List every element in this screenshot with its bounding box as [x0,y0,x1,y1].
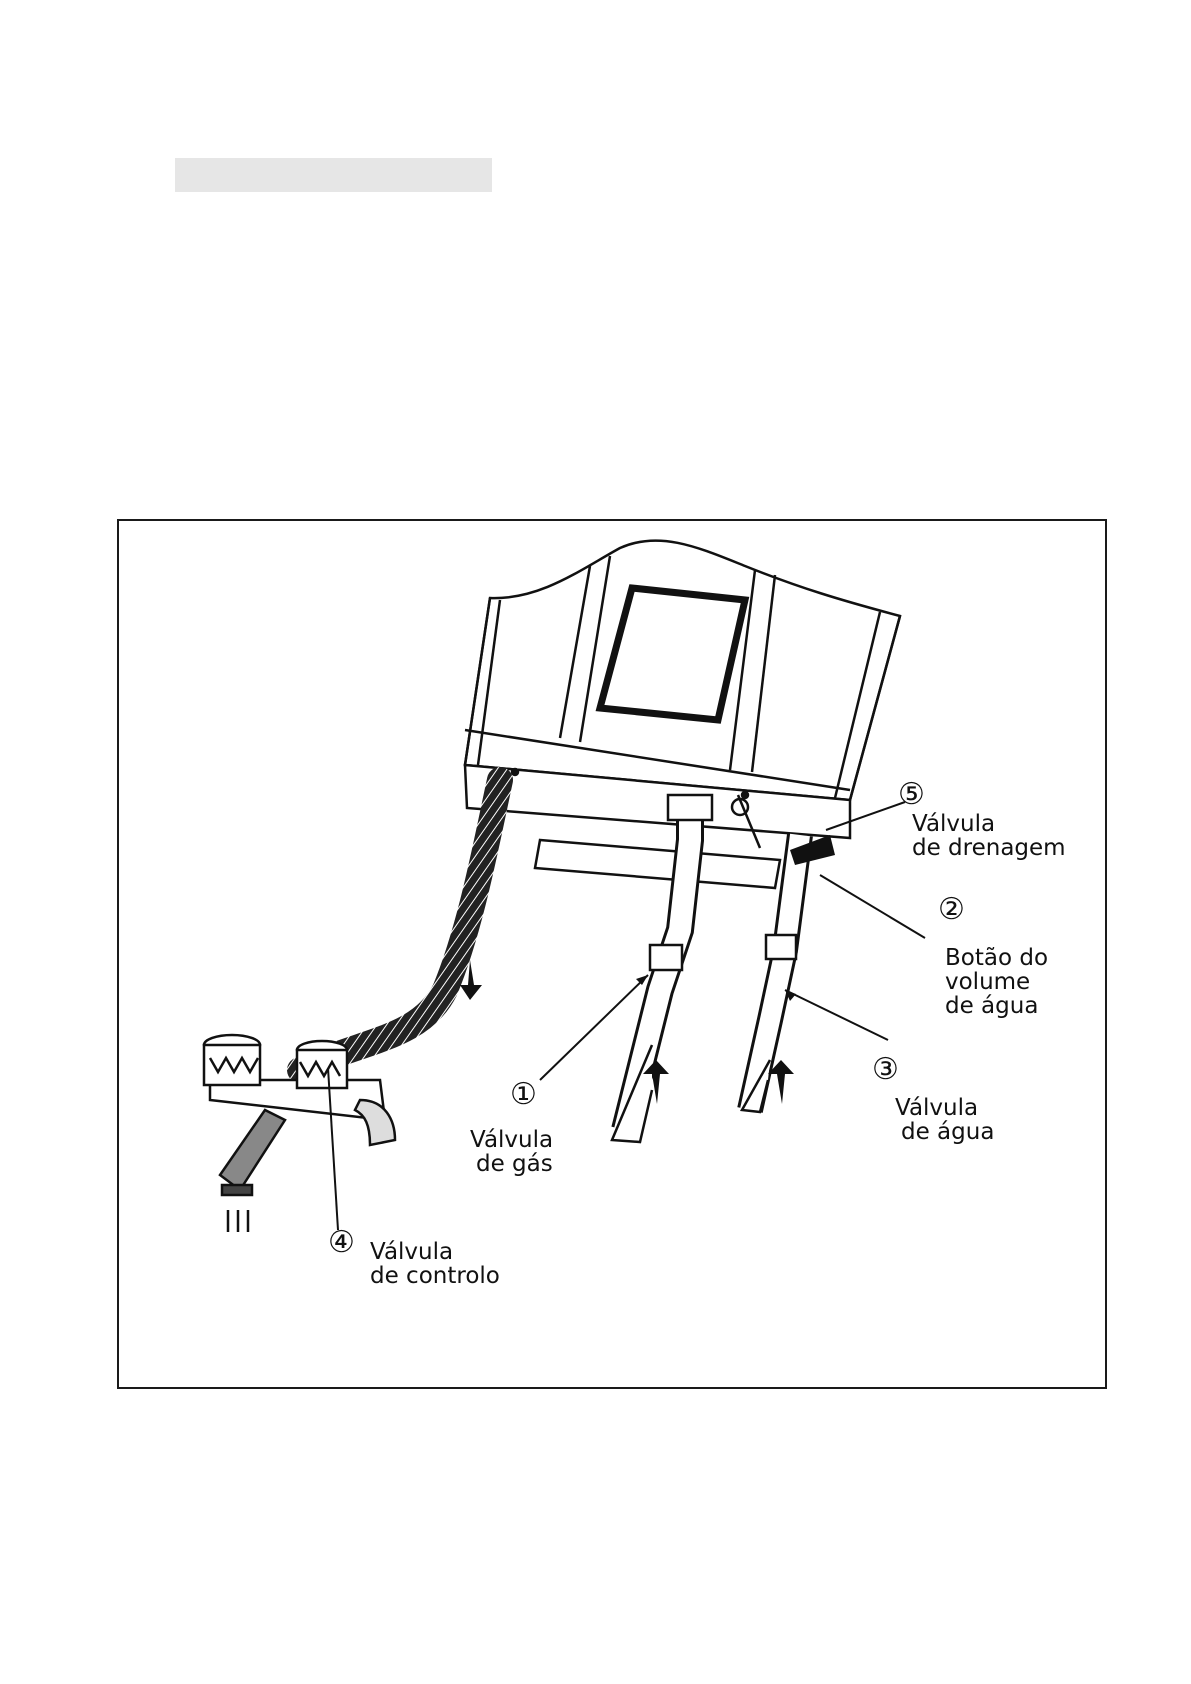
mixer-faucet [204,1035,395,1232]
label-water-valve-line2: de água [895,1120,994,1144]
label-control-valve-line1: Válvula [370,1240,500,1264]
label-volume-knob-line1: Botão do [945,946,1048,970]
label-water-valve: Válvula de água [895,1096,994,1144]
callout-number-volume-knob: ② [938,895,965,925]
callout-number-drain-valve: ⑤ [898,780,925,810]
water-pipe [738,795,800,1112]
label-volume-knob-line2: volume [945,970,1048,994]
callout-number-control-valve: ④ [328,1228,355,1258]
label-drain-valve-line2: de drenagem [912,836,1066,860]
label-gas-valve-line1: Válvula [470,1128,553,1152]
label-control-valve: Válvula de controlo [370,1240,500,1288]
callout-number-gas-valve: ① [510,1080,537,1110]
callout-number-water-valve: ③ [872,1055,899,1085]
label-gas-valve-line2: de gás [470,1152,553,1176]
label-control-valve-line2: de controlo [370,1264,500,1288]
label-gas-valve: Válvula de gás [470,1128,553,1176]
label-water-valve-line1: Válvula [895,1096,994,1120]
label-drain-valve: Válvula de drenagem [912,812,1066,860]
label-volume-knob-line3: de água [945,994,1048,1018]
label-volume-knob: Botão do volume de água [945,946,1048,1018]
label-drain-valve-line1: Válvula [912,812,1066,836]
flexible-hose [300,780,500,1070]
